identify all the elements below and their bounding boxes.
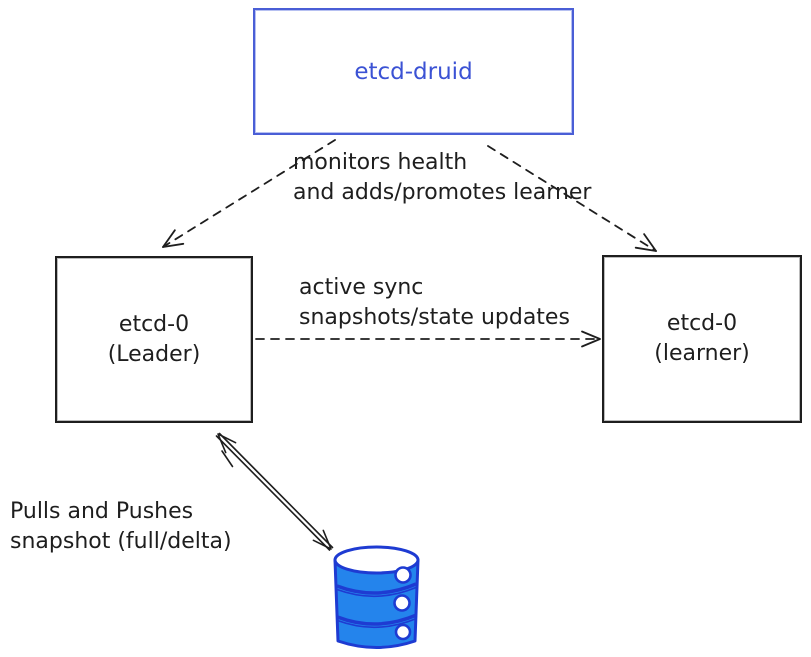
- edge-druid-to-leader: [162, 139, 336, 248]
- node-etcd-druid: etcd-druid: [253, 8, 574, 135]
- edge-label-monitors-health-line2: and adds/promotes learner: [293, 180, 592, 205]
- edge-label-monitors-health: monitors health and adds/promotes learne…: [293, 148, 591, 208]
- node-etcd-leader: etcd-0 (Leader): [55, 256, 253, 423]
- node-etcd-leader-role: (Leader): [107, 341, 201, 367]
- database-icon: [333, 545, 420, 649]
- edge-leader-to-database: [215, 432, 334, 551]
- edge-label-active-sync-line2: snapshots/state updates: [299, 305, 570, 330]
- edge-druid-to-learner: [487, 145, 657, 252]
- node-etcd-druid-label: etcd-druid: [354, 58, 473, 85]
- edge-label-pulls-pushes-snapshot-line2: snapshot (full/delta): [10, 529, 232, 554]
- edge-label-pulls-pushes-snapshot-line1: Pulls and Pushes: [10, 499, 194, 524]
- edge-label-pulls-pushes-snapshot: Pulls and Pushes snapshot (full/delta): [10, 497, 232, 557]
- node-etcd-learner: etcd-0 (learner): [602, 255, 802, 423]
- edge-label-monitors-health-line1: monitors health: [293, 150, 468, 175]
- node-etcd-learner-role: (learner): [654, 341, 750, 366]
- edge-label-active-sync: active sync snapshots/state updates: [299, 273, 570, 333]
- node-etcd-leader-name: etcd-0: [118, 311, 190, 337]
- edge-label-active-sync-line1: active sync: [299, 275, 424, 300]
- edge-leader-to-learner: [255, 330, 601, 348]
- node-etcd-learner-name: etcd-0: [666, 311, 738, 336]
